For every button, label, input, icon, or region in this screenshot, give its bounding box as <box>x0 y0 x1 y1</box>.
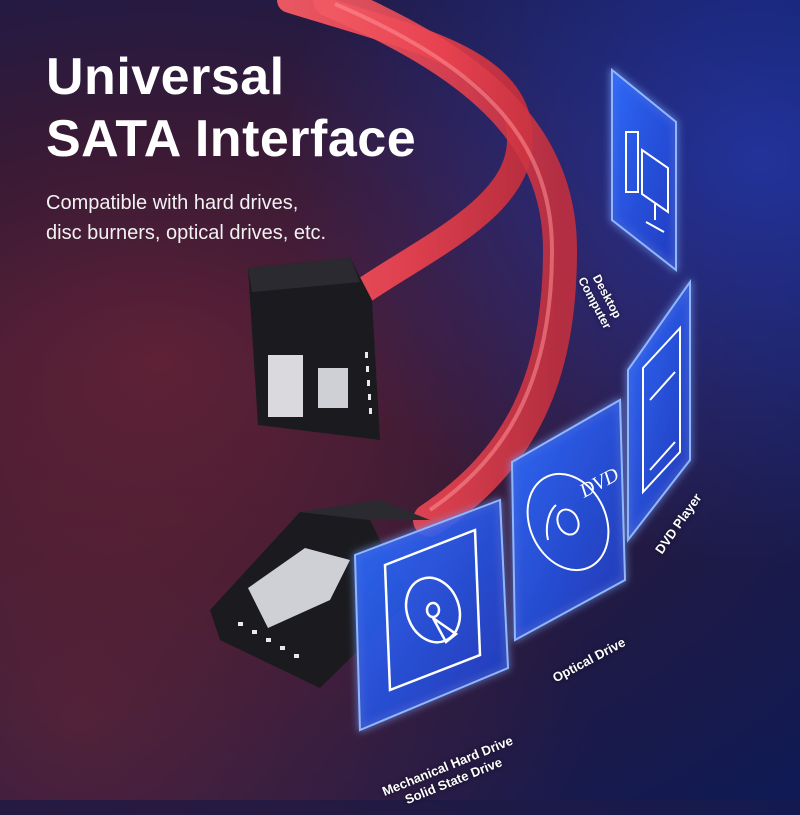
desktop-computer-icon <box>625 131 669 233</box>
subheadline-line-1: Compatible with hard drives, <box>46 192 299 214</box>
headline-line-2: SATA Interface <box>46 110 417 168</box>
headline: Universal SATA Interface <box>46 46 416 170</box>
cable-highlight <box>334 2 555 512</box>
panel-optical-drive: DVD <box>510 398 627 642</box>
hard-drive-icon <box>383 528 482 692</box>
subheadline: Compatible with hard drives, disc burner… <box>46 188 326 248</box>
panel-dvd-player <box>627 278 691 543</box>
optical-disc-icon <box>526 472 610 572</box>
panel-hard-drive <box>353 498 510 732</box>
headline-line-1: Universal <box>46 48 285 106</box>
dvd-player-icon <box>642 325 681 495</box>
right-angle-connector <box>248 258 380 440</box>
sata-cable-front <box>313 0 578 537</box>
panel-desktop-computer <box>611 67 677 273</box>
subheadline-line-2: disc burners, optical drives, etc. <box>46 222 327 244</box>
